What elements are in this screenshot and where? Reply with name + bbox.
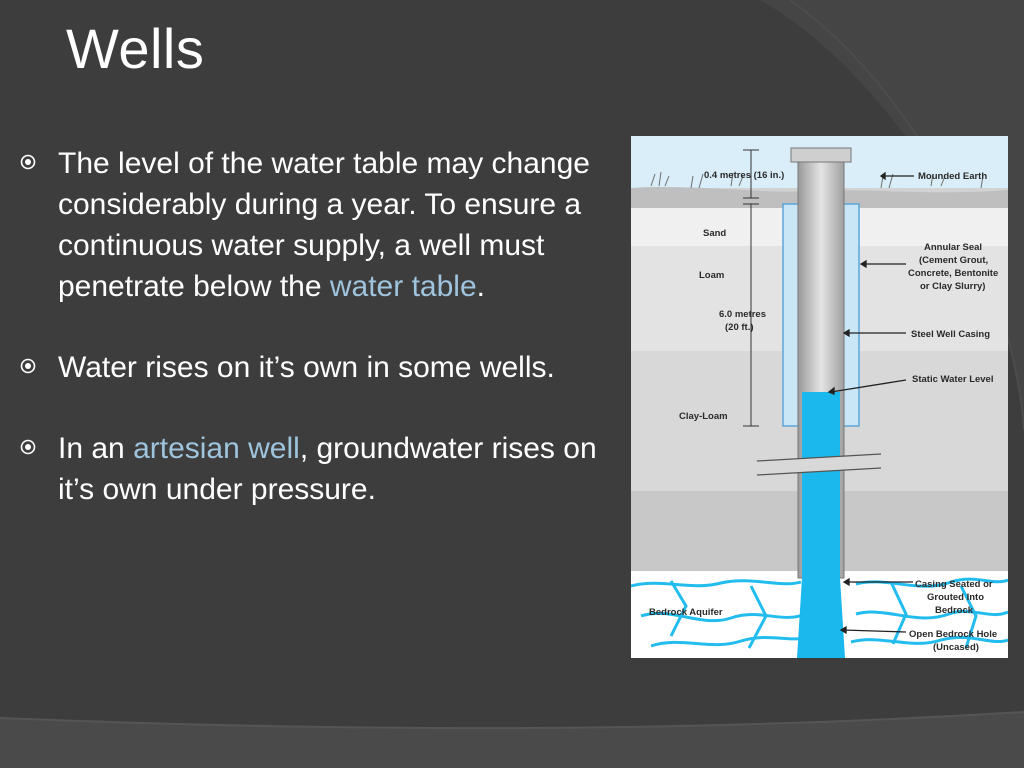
bullet-text-end: , groundwater rises on it’s own under pr… (58, 432, 597, 506)
label-open-hole-1: (Uncased) (933, 642, 979, 653)
label-annular-seal-0: Annular Seal (924, 242, 982, 253)
label-open-hole-0: Open Bedrock Hole (909, 629, 997, 640)
label-clay-loam: Clay-Loam (679, 411, 728, 422)
label-width: 0.4 metres (16 in.) (704, 170, 784, 181)
label-loam: Loam (699, 270, 724, 281)
bullet-circle-icon (20, 439, 36, 455)
bullet-text-end: . (476, 270, 485, 303)
label-annular-seal-2: Concrete, Bentonite (908, 268, 998, 279)
width-dimension (743, 149, 759, 199)
grass (650, 171, 984, 189)
label-mounded-earth: Mounded Earth (918, 171, 987, 182)
slide-title: Wells (66, 17, 205, 80)
artesian-well-link[interactable]: artesian well (133, 432, 300, 465)
break-symbol (756, 453, 882, 476)
label-depth-1: (20 ft.) (725, 322, 754, 333)
bullet-item: The level of the water table may change … (20, 143, 625, 307)
label-casing-seated-1: Grouted Into (927, 592, 984, 603)
bullet-item: Water rises on it’s own in some wells. (20, 347, 625, 388)
bullet-item: In an artesian well, groundwater rises o… (20, 428, 625, 510)
label-annular-seal-1: (Cement Grout, (919, 255, 988, 266)
label-casing-seated-2: Bedrock (935, 605, 974, 616)
water-column (802, 392, 840, 578)
label-bedrock-aquifer: Bedrock Aquifer (649, 607, 723, 618)
label-depth-0: 6.0 metres (719, 309, 766, 320)
well-cap (790, 147, 852, 163)
label-steel-casing: Steel Well Casing (911, 329, 990, 340)
well-diagram: 0.4 metres (16 in.) Mounded Earth Sand L… (631, 136, 1008, 658)
callout-arrows (827, 171, 914, 635)
bullet-list: The level of the water table may change … (20, 143, 625, 550)
depth-dimension (743, 203, 759, 427)
water-table-link[interactable]: water table (329, 270, 477, 303)
bullet-text: The level of the water table may change … (58, 147, 590, 303)
bullet-text: Water rises on it’s own in some wells. (58, 351, 555, 384)
bullet-circle-icon (20, 358, 36, 374)
bullet-text: In an (58, 432, 134, 465)
label-sand: Sand (703, 228, 726, 239)
label-casing-seated-0: Casing Seated or (915, 579, 993, 590)
bullet-circle-icon (20, 154, 36, 170)
label-annular-seal-3: or Clay Slurry) (920, 281, 985, 292)
open-hole-water (797, 578, 845, 658)
label-static-water: Static Water Level (912, 374, 993, 385)
